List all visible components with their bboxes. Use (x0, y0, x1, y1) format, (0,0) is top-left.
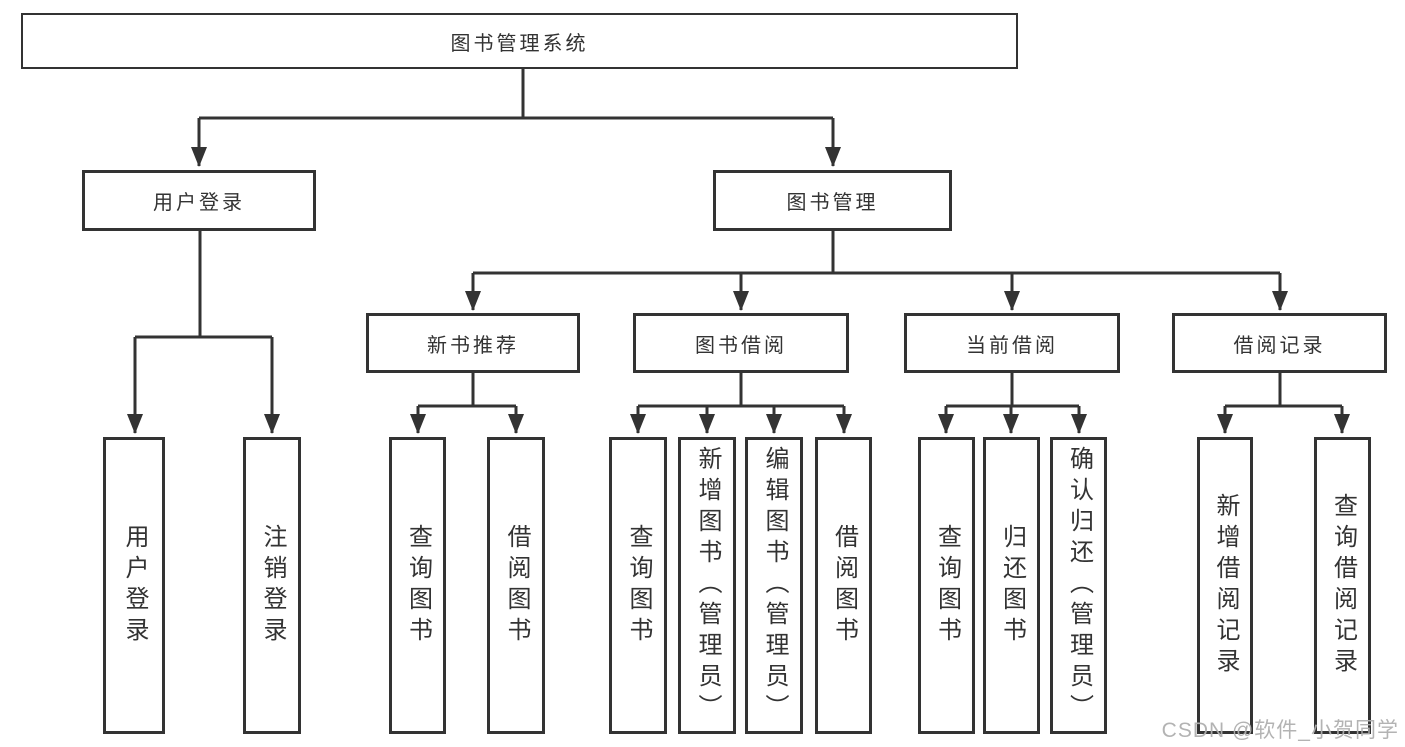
node-label: 借阅图书 (503, 523, 530, 648)
node-book-borrowing: 图书借阅 (633, 313, 849, 373)
node-label: 编辑图书（管理员） (761, 446, 788, 725)
node-label: 新书推荐 (427, 334, 519, 357)
node-new-book-recommendation: 新书推荐 (366, 313, 580, 373)
leaf-edit-books-admin: 编辑图书（管理员） (745, 437, 803, 734)
node-label: 图书借阅 (695, 334, 787, 357)
leaf-return-books: 归还图书 (983, 437, 1040, 734)
leaf-user-login: 用户登录 (103, 437, 165, 734)
leaf-add-borrow-record: 新增借阅记录 (1197, 437, 1253, 734)
leaf-query-books: 查询图书 (609, 437, 667, 734)
node-current-borrowing: 当前借阅 (904, 313, 1120, 373)
node-label: 当前借阅 (966, 334, 1058, 357)
leaf-query-books: 查询图书 (918, 437, 975, 734)
node-label: 确认归还（管理员） (1065, 446, 1093, 725)
node-library-management-system: 图书管理系统 (21, 13, 1018, 69)
node-label: 新增图书（管理员） (694, 446, 721, 725)
node-label: 注销登录 (259, 523, 286, 648)
node-label: 查询图书 (625, 523, 652, 648)
node-borrowing-records: 借阅记录 (1172, 313, 1387, 373)
leaf-borrow-books: 借阅图书 (815, 437, 872, 734)
node-label: 查询图书 (933, 523, 961, 648)
node-label: 图书管理 (786, 192, 879, 214)
node-label: 借阅图书 (830, 523, 858, 648)
node-label: 图书管理系统 (450, 32, 589, 55)
leaf-query-borrow-record: 查询借阅记录 (1314, 437, 1371, 734)
node-label: 查询借阅记录 (1329, 492, 1357, 679)
leaf-add-books-admin: 新增图书（管理员） (678, 437, 736, 734)
csdn-watermark: CSDN @软件_小贺同学 (1161, 719, 1399, 742)
node-user-login: 用户登录 (82, 170, 316, 231)
leaf-confirm-return-admin: 确认归还（管理员） (1050, 437, 1107, 734)
node-label: 查询图书 (404, 523, 432, 648)
node-label: 用户登录 (121, 523, 148, 648)
node-label: 借阅记录 (1233, 334, 1326, 357)
node-label: 用户登录 (153, 192, 245, 214)
leaf-query-books: 查询图书 (389, 437, 446, 734)
leaf-logout: 注销登录 (243, 437, 301, 734)
node-book-management: 图书管理 (713, 170, 952, 231)
node-label: 归还图书 (998, 523, 1026, 648)
node-label: 新增借阅记录 (1212, 492, 1239, 679)
leaf-borrow-books: 借阅图书 (487, 437, 545, 734)
